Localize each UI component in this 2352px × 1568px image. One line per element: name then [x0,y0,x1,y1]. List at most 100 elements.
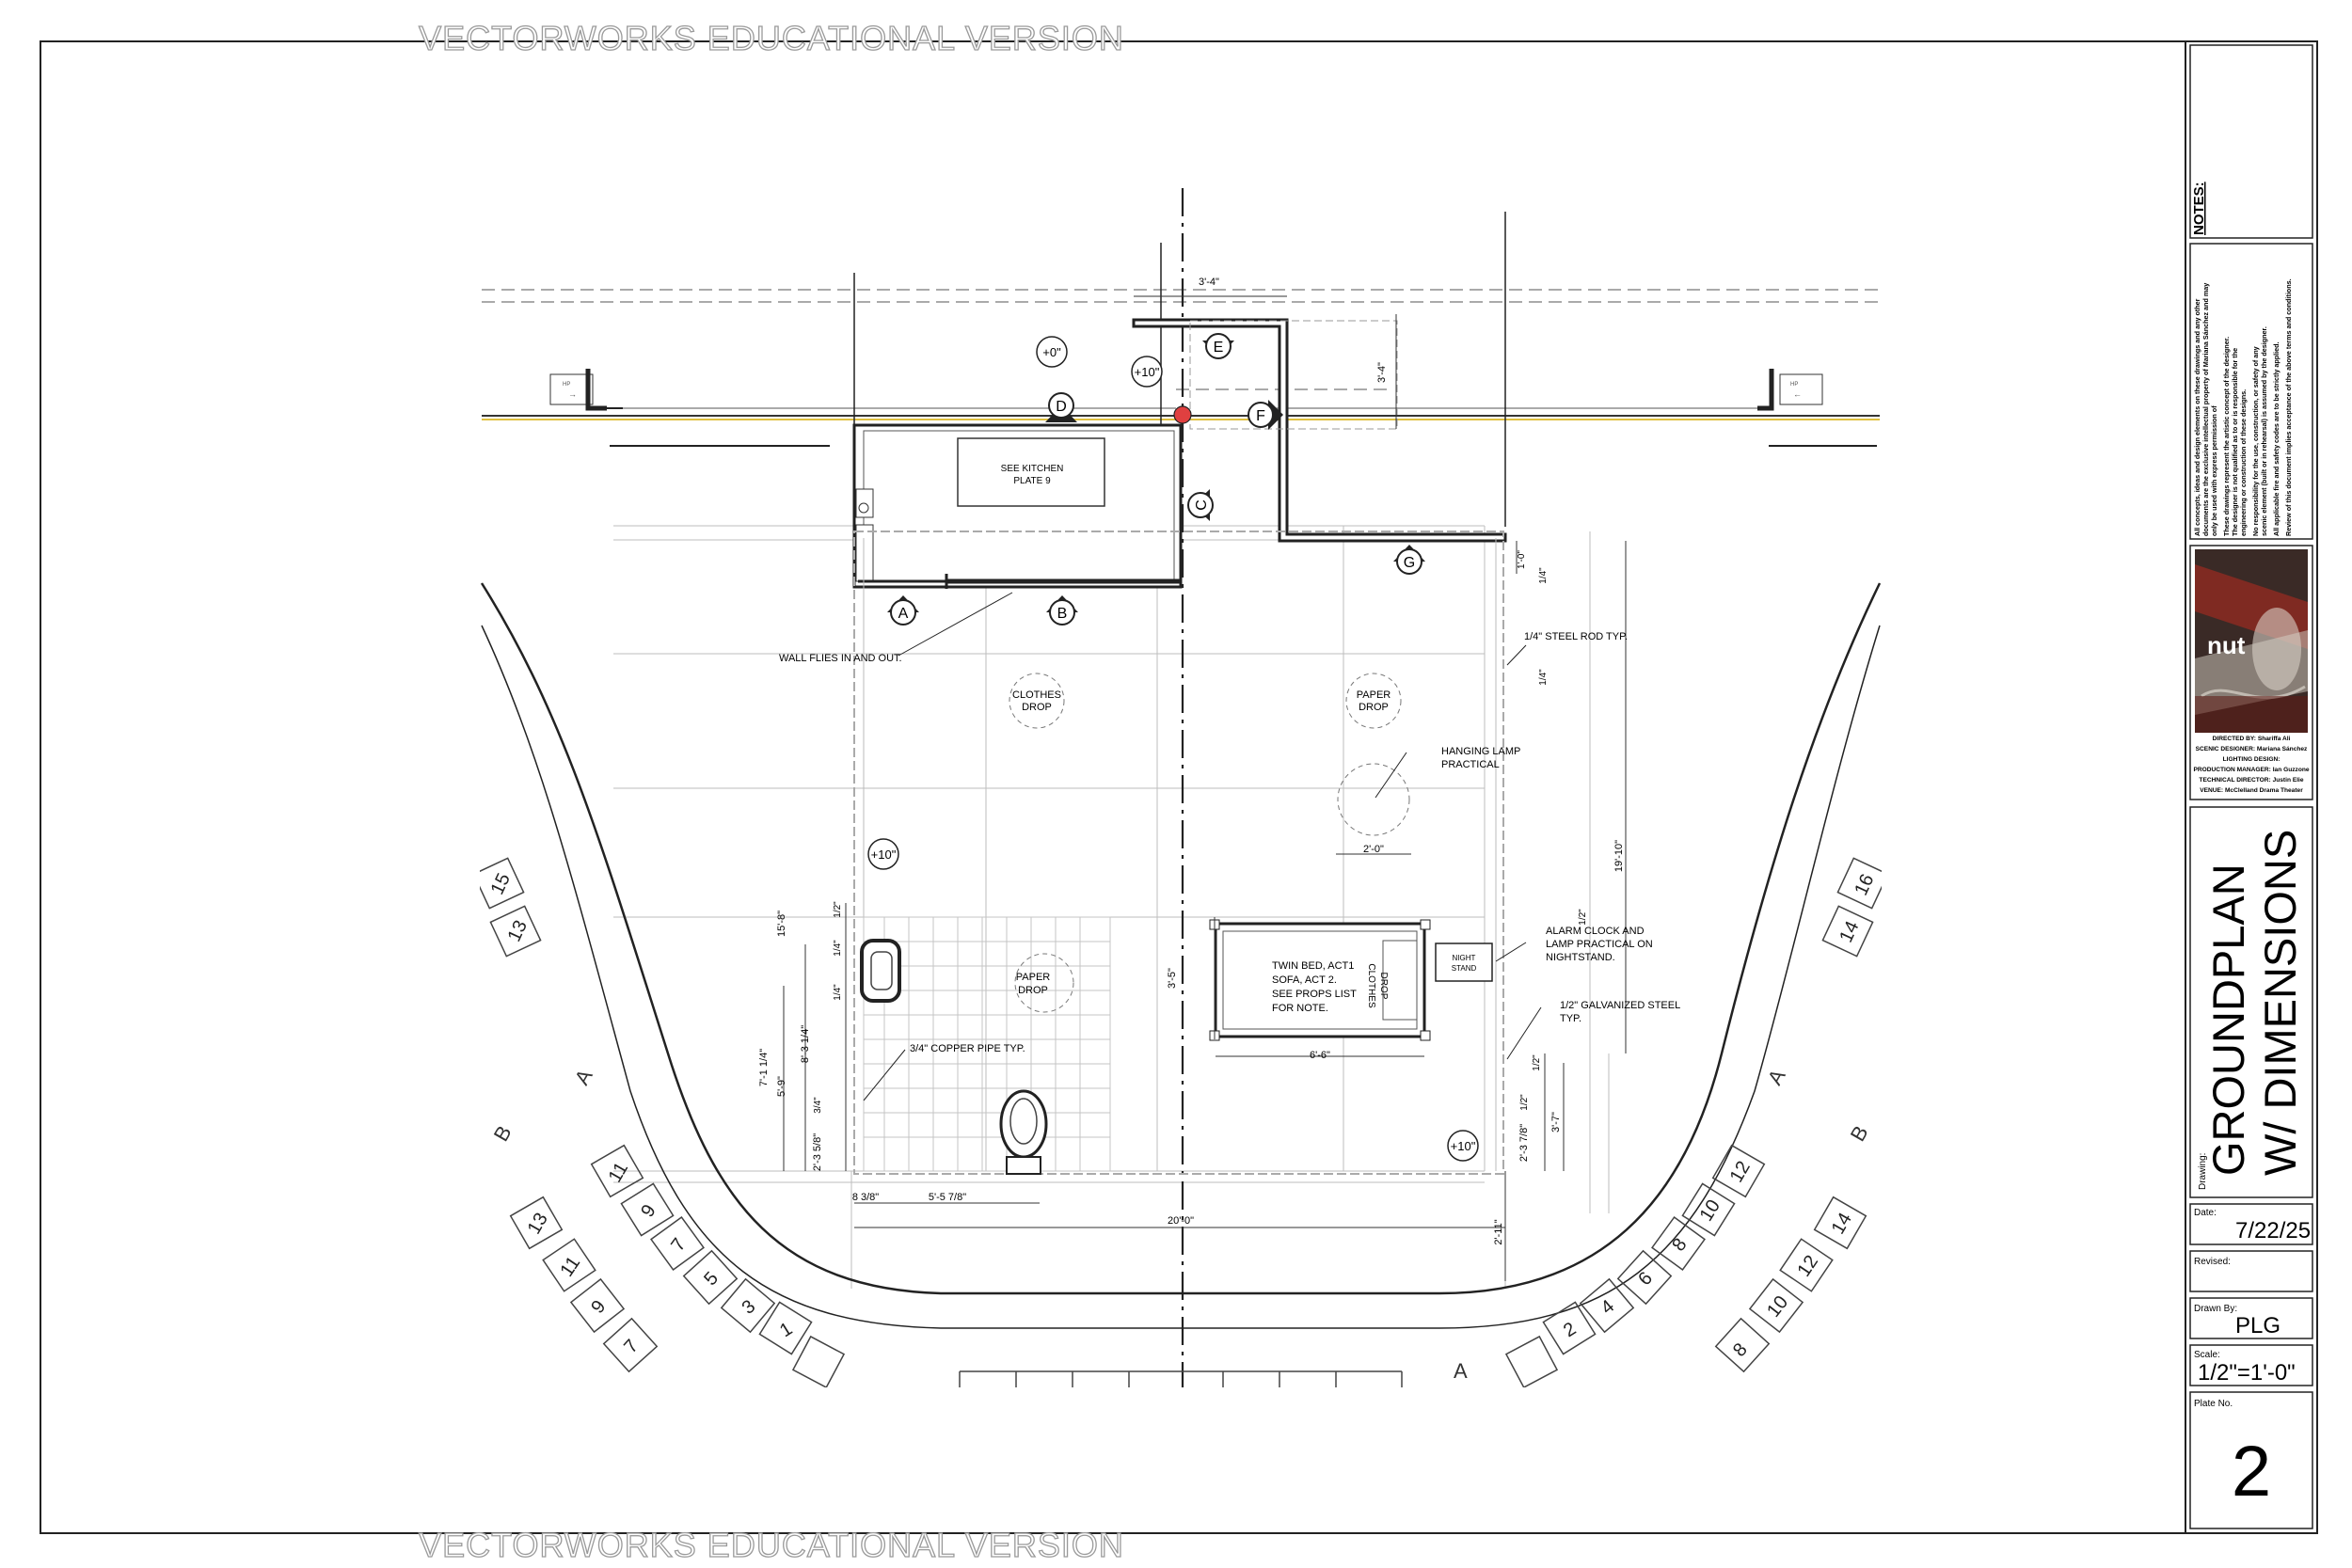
section-marker-b: B [1046,595,1078,626]
seat-number: 13 [524,1210,552,1238]
elevation-10-right: +10" [1447,1130,1479,1162]
alarm-clock-label: NIGHTSTAND. [1546,952,1615,963]
row-letter: A [1454,1359,1468,1383]
disclaimer-line: only be used with express permission of [2210,405,2218,536]
seat-number: 15 [487,870,515,897]
hanging-lamp-label: HANGING LAMP [1441,746,1520,757]
row-letter: B [1846,1121,1873,1145]
kitchen-unit: SEE KITCHEN PLATE 9 [852,423,1183,589]
dim-label: 1/2" [1578,909,1588,926]
section-marker-a: A [887,595,919,626]
elevation-10-label: +10" [1135,365,1160,379]
notes-box [2189,44,2313,239]
plate-label: Plate No. [2194,1399,2233,1409]
seat-number: 10 [1763,1292,1792,1322]
copper-pipe-label: 3/4" COPPER PIPE TYP. [910,1043,1025,1054]
poster-title: nut [2207,631,2246,659]
dim-label: 3'-5" [1167,968,1178,989]
dim-label: 1/2" [1519,1094,1530,1111]
paper-drop-label: PAPER [1357,689,1391,701]
credit-line: TECHNICAL DIRECTOR: Justin Elie [2199,777,2303,784]
section-f-label: F [1256,408,1265,424]
seat-number: 8 [1729,1339,1752,1361]
elevation-10-label: +10" [1451,1139,1476,1153]
dim-label: 3/4" [813,1097,823,1114]
plate-number: 2 [2232,1432,2271,1512]
credits: DIRECTED BY: Shariffa Ali SCENIC DESIGNE… [2193,736,2309,794]
dim-label: 3'-4" [1376,362,1388,383]
drawing-label: Drawing: [2198,1153,2208,1190]
scale-label: Scale: [2194,1350,2220,1360]
dim-label: 5'-5 7/8" [929,1192,966,1203]
drawing-title-box [2189,806,2313,1198]
production-box [2189,545,2313,800]
watermark-bottom: VECTORWORKS EDUCATIONAL VERSION [418,1525,1124,1564]
disclaimer-text: All concepts, ideas and design elements … [2193,278,2293,536]
notes-heading: NOTES: [2191,182,2207,235]
nightstand-label-1: NIGHT [1453,954,1476,962]
scale-value: 1/2"=1'-0" [2198,1360,2296,1386]
credit-line: DIRECTED BY: Shariffa Ali [2213,736,2291,742]
disclaimer-line: The designer is not qualified as to or i… [2231,348,2239,536]
drawing-title-line2: W/ DIMENSIONS [2255,830,2305,1176]
elevation-10-upper: +10" [1131,356,1163,388]
elevation-0-label: +0" [1042,345,1061,359]
seat-number: 14 [1836,918,1863,945]
wall-flies-label: WALL FLIES IN AND OUT. [779,653,902,664]
paper-drop-label: DROP [1018,985,1048,996]
clothes-drop-label: DROP [1022,702,1052,713]
seat-number: 12 [1793,1252,1822,1281]
clothes-drop-label: CLOTHES [1366,963,1376,1008]
credit-line: SCENIC DESIGNER: Mariana Sánchez [2196,746,2308,752]
seat-number: 12 [1726,1158,1755,1186]
section-marker-f: F [1248,400,1283,430]
seat-number: 13 [504,917,532,944]
dim-label: 1/2" [1532,1054,1542,1071]
seat-number: 10 [1696,1196,1724,1226]
seat-number: 8 [1668,1235,1691,1256]
section-a-label: A [898,606,909,622]
galvanized-steel-label: TYP. [1560,1013,1581,1024]
plate-box [2189,1391,2313,1529]
dim-label: 3'-4" [1199,277,1219,288]
seat-number: 7 [620,1336,643,1357]
section-marker-g: G [1393,545,1425,575]
dim-label: 5'-9" [776,1076,787,1097]
dim-label: 8'-3 1/4" [800,1025,811,1063]
dim-label: 6'-6" [1310,1050,1330,1061]
section-d-label: D [1056,399,1067,415]
scale-box [2189,1344,2313,1386]
disclaimer-line: No responsibility for the use, construct… [2251,346,2260,536]
see-kitchen-label-2: PLATE 9 [1013,476,1051,486]
seat-number: 16 [1851,871,1878,898]
clothes-drop-label: CLOTHES [1012,689,1061,701]
proscenium-right: HP ← [1757,369,1823,411]
drawn-by-value: PLG [2235,1313,2280,1338]
svg-text:HP: HP [1790,382,1798,388]
nightstand: NIGHT STAND [1435,942,1493,982]
flat-outline [1189,320,1398,430]
elevation-10-left: +10" [867,838,899,870]
watermark-top: VECTORWORKS EDUCATIONAL VERSION [418,18,1124,57]
sink-fixture [860,939,901,1003]
drawn-by-box [2189,1297,2313,1339]
alarm-clock-label: ALARM CLOCK AND [1546,926,1645,937]
dim-label: 19'-10" [1613,840,1625,872]
elevation-0: +0" [1036,336,1068,368]
hanging-lamp-label: PRACTICAL [1441,759,1500,770]
disclaimer-line: engineering or construction of these des… [2239,389,2248,536]
proscenium-left: HP → [549,369,623,411]
svg-text:←: ← [1793,389,1802,399]
disclaimer-line: All concepts, ideas and design elements … [2193,298,2201,536]
seat-number: 5 [700,1268,723,1290]
disclaimer-line: Review of this document implies acceptan… [2284,278,2293,536]
nightstand-label-2: STAND [1452,964,1477,973]
section-e-label: E [1214,340,1224,356]
dim-label: 2'-11" [1493,1219,1504,1244]
disclaimer-line: scenic element (built or in rehearsal) i… [2260,326,2268,536]
credit-line: PRODUCTION MANAGER: Ian Guzzone [2193,767,2309,773]
seat-number: 7 [667,1235,690,1256]
seat-number: 6 [1634,1268,1657,1290]
galvanized-steel-label: 1/2" GALVANIZED STEEL [1560,1000,1680,1011]
stage-floor [853,531,1504,1175]
